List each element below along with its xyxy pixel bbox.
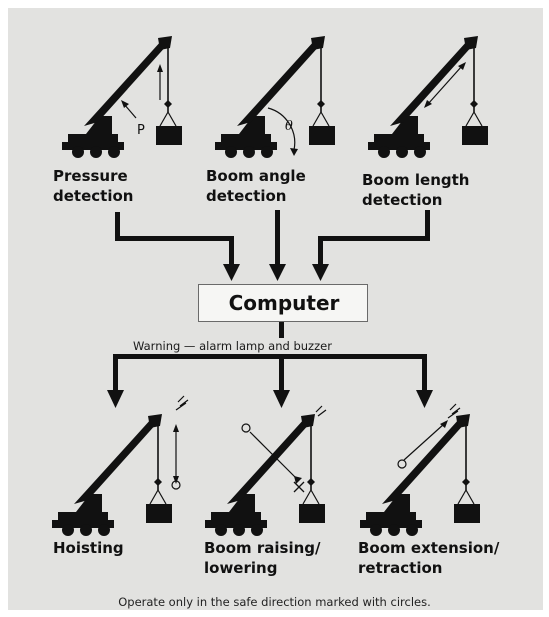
label-boom-raising-lowering: Boom raising/ lowering — [204, 539, 321, 577]
pressure-arrow — [121, 64, 163, 119]
label-pressure-detection: Pressure detection — [53, 167, 134, 205]
caption: Operate only in the safe direction marke… — [118, 595, 431, 609]
crane-icon — [205, 414, 325, 536]
crane-icon — [360, 414, 480, 536]
pressure-marker: P — [137, 123, 145, 138]
circle-icon — [397, 459, 407, 469]
hoist-indicators — [171, 395, 189, 490]
stop-mark-icon — [447, 403, 461, 419]
flow-arrows-in — [115, 210, 430, 281]
label-boom-length-detection: Boom length detection — [362, 171, 470, 209]
crane-icon — [368, 36, 488, 158]
warning-text: Warning — alarm lamp and buzzer — [131, 338, 334, 354]
crane-icon — [215, 36, 335, 158]
computer-label: Computer — [228, 291, 340, 315]
extend-retract-indicators — [397, 403, 461, 469]
computer-box: Computer — [198, 284, 368, 322]
flow-arrows-out — [107, 322, 433, 408]
cross-icon — [293, 481, 305, 493]
stop-mark-icon — [315, 405, 327, 417]
label-boom-extension-retraction: Boom extension/ retraction — [358, 539, 500, 577]
length-arrow — [424, 62, 466, 108]
label-hoisting: Hoisting — [53, 539, 124, 557]
crane-icon — [62, 36, 182, 158]
label-boom-angle-detection: Boom angle detection — [206, 167, 306, 205]
crane-icon — [52, 414, 172, 536]
circle-icon — [171, 480, 181, 490]
circle-icon — [241, 423, 251, 433]
raise-lower-indicators — [241, 405, 327, 493]
angle-marker: θ — [285, 119, 293, 134]
angle-arc — [267, 107, 298, 156]
stop-mark-icon — [175, 395, 189, 411]
